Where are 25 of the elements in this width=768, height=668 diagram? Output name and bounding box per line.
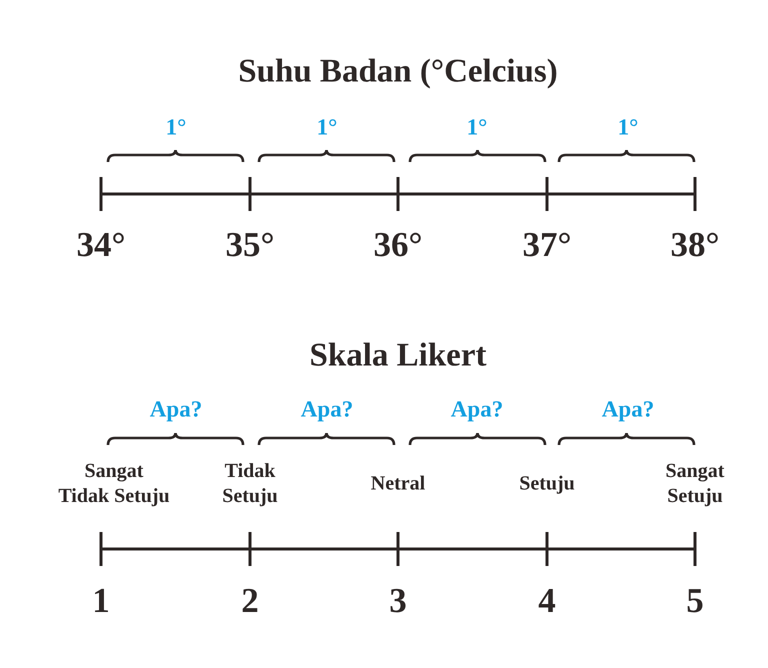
interval-label: Apa? [150, 396, 202, 424]
interval-label: Apa? [450, 396, 504, 424]
category-label: Sangat Tidak Setuju [58, 459, 170, 509]
tick-label: 38° [670, 224, 720, 266]
tick-label: 34° [76, 224, 126, 266]
interval-label: 1° [618, 114, 638, 142]
category-label: Netral [370, 472, 426, 496]
tick-label: 4 [538, 580, 556, 622]
tick-label: 37° [522, 224, 572, 266]
category-label: Tidak Setuju [222, 459, 278, 509]
tick-label: 36° [374, 224, 422, 266]
interval-label: 1° [316, 114, 338, 142]
category-label: Sangat Setuju [666, 459, 724, 509]
interval-label: 1° [166, 114, 186, 142]
category-label: Setuju [519, 472, 575, 496]
tick-label: 1 [92, 580, 110, 622]
interval-label: 1° [466, 114, 488, 142]
tick-label: 5 [686, 580, 704, 622]
tick-label: 35° [226, 224, 274, 266]
tick-label: 3 [389, 580, 407, 622]
interval-label: Apa? [602, 396, 654, 424]
heading: Suhu Badan (°Celcius) [238, 52, 558, 92]
tick-label: 2 [241, 580, 259, 622]
heading: Skala Likert [310, 336, 486, 376]
interval-label: Apa? [300, 396, 354, 424]
